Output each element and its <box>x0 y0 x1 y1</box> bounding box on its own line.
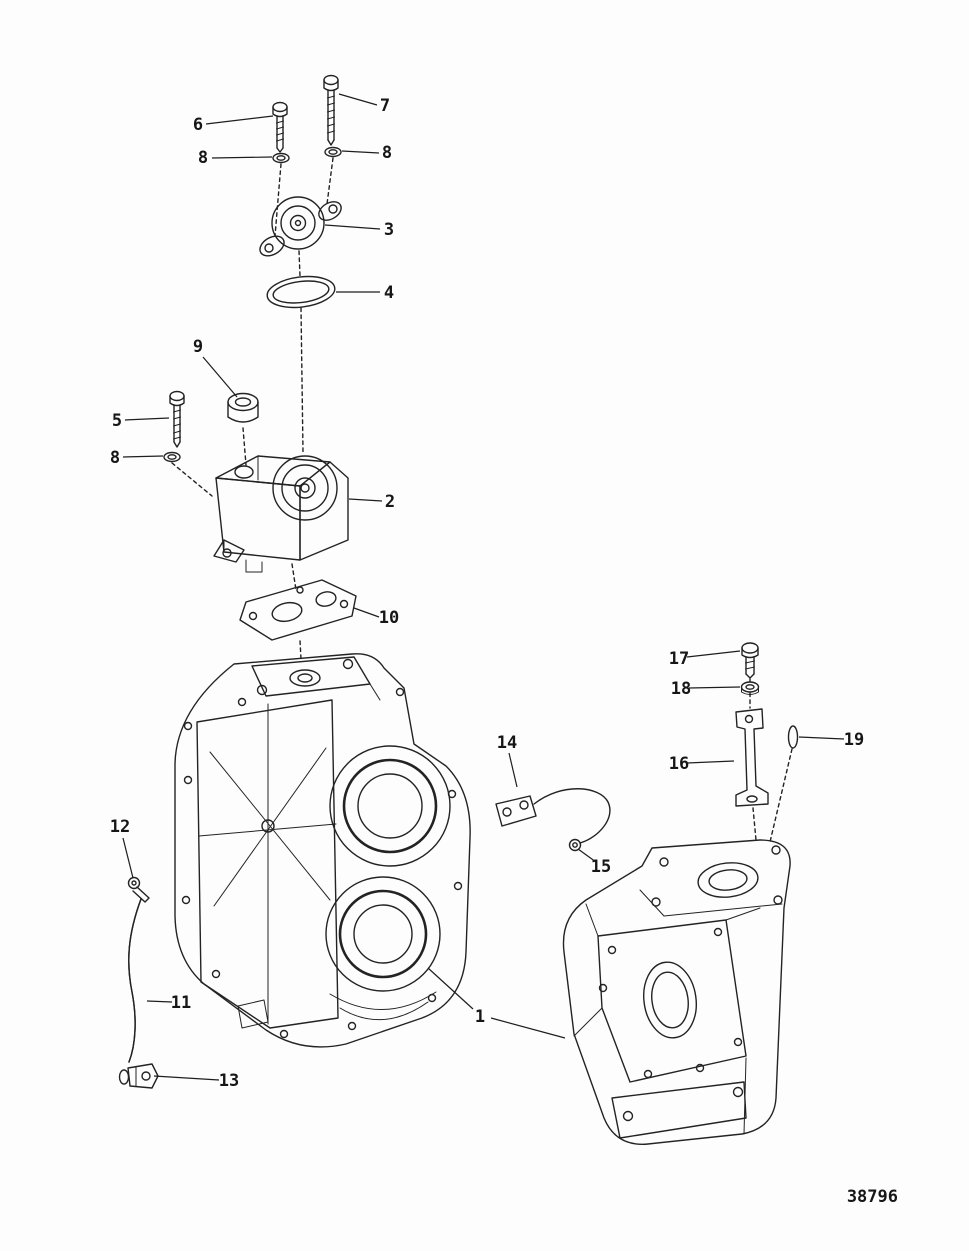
part-15-ring-terminal <box>568 838 582 852</box>
callout-label-4: 4 <box>384 283 394 303</box>
part-6-bolt-icon <box>272 101 288 153</box>
callout-label-16: 16 <box>669 754 689 774</box>
part-7-bolt-icon <box>323 74 339 146</box>
part-13-elbow-fitting <box>118 1063 159 1089</box>
part-8-washer-icon <box>324 146 342 158</box>
callout-label-9: 9 <box>193 337 203 357</box>
part-16-bracket <box>735 708 769 807</box>
callout-label-3: 3 <box>384 220 394 240</box>
part-4-seal-ring <box>266 275 336 309</box>
callout-label-18: 18 <box>671 679 691 699</box>
callout-label-11: 11 <box>171 993 191 1013</box>
callout-label-19: 19 <box>844 730 864 750</box>
callout-label-13: 13 <box>219 1071 239 1091</box>
assembly-centerlines <box>171 157 793 843</box>
part-17-screw-icon <box>741 642 759 679</box>
part-5-bolt-icon <box>169 390 185 448</box>
part-19-clip <box>787 725 799 749</box>
part-1-cylinder-block <box>174 653 471 1048</box>
callout-label-8c: 8 <box>110 448 120 468</box>
part-8-washer-icon <box>272 152 290 164</box>
callout-label-14: 14 <box>497 733 517 753</box>
callout-label-7: 7 <box>380 96 390 116</box>
part-2-housing <box>213 455 349 573</box>
callout-label-6: 6 <box>193 115 203 135</box>
callout-label-2: 2 <box>385 492 395 512</box>
callout-label-8a: 8 <box>198 148 208 168</box>
part-14-wire-assembly <box>495 788 611 852</box>
callout-labels: 7 6 8 8 3 4 9 5 8 2 10 12 11 13 1 14 15 … <box>110 96 864 1091</box>
callout-label-17: 17 <box>669 649 689 669</box>
callout-label-1: 1 <box>475 1007 485 1027</box>
callout-label-12: 12 <box>110 817 130 837</box>
callout-label-15: 15 <box>591 857 611 877</box>
callout-label-8b: 8 <box>382 143 392 163</box>
diagram-line-art <box>118 74 799 1145</box>
callout-label-10: 10 <box>379 608 399 628</box>
part-1-crankcase-half <box>562 839 791 1145</box>
part-11-hose <box>128 898 142 1063</box>
figure-number: 38796 <box>847 1187 898 1207</box>
part-3-cover <box>259 196 342 257</box>
part-10-gasket <box>239 579 357 641</box>
part-9-cap <box>227 392 259 423</box>
callout-label-5: 5 <box>112 411 122 431</box>
callout-leader-lines <box>122 93 845 1081</box>
part-8-washer-icon <box>163 451 181 463</box>
part-12-fitting <box>127 876 150 903</box>
